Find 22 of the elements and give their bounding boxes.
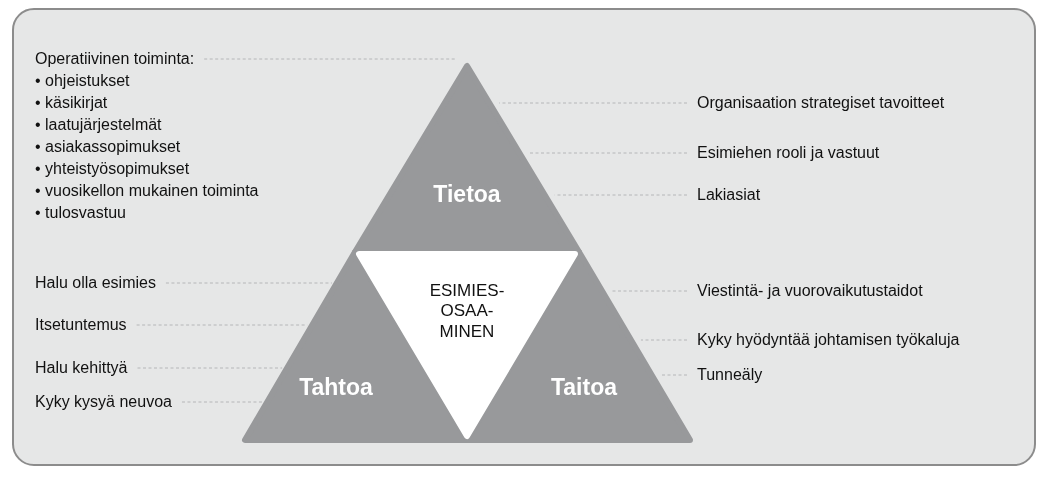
list-item: • yhteistyösopimukset <box>35 159 190 179</box>
triangle-label: Tietoa <box>433 181 501 209</box>
competence-label: Organisaation strategiset tavoitteet <box>697 93 945 113</box>
list-item: • vuosikellon mukainen toiminta <box>35 181 259 201</box>
competence-label: Itsetuntemus <box>35 315 127 335</box>
competence-label: Lakiasiat <box>697 185 761 205</box>
competence-label: Viestintä- ja vuorovaikutustaidot <box>697 281 923 301</box>
triangle-label: ESIMIES- OSAA- MINEN <box>428 281 506 343</box>
competence-label: Halu olla esimies <box>35 273 156 293</box>
competence-label: Tunneäly <box>697 365 763 385</box>
list-item: • tulosvastuu <box>35 203 126 223</box>
list-item: • käsikirjat <box>35 93 108 113</box>
competence-label: Kyky hyödyntää johtamisen työkaluja <box>697 330 960 350</box>
list-heading: Operatiivinen toiminta: <box>35 49 195 69</box>
competence-label: Halu kehittyä <box>35 358 128 378</box>
triangle-label: Taitoa <box>551 374 617 402</box>
list-item: • laatujärjestelmät <box>35 115 162 135</box>
competence-label: Esimiehen rooli ja vastuut <box>697 143 880 163</box>
triangle-label: Tahtoa <box>299 374 373 402</box>
list-item: • ohjeistukset <box>35 71 130 91</box>
competence-label: Kyky kysyä neuvoa <box>35 392 172 412</box>
list-item: • asiakassopimukset <box>35 137 181 157</box>
